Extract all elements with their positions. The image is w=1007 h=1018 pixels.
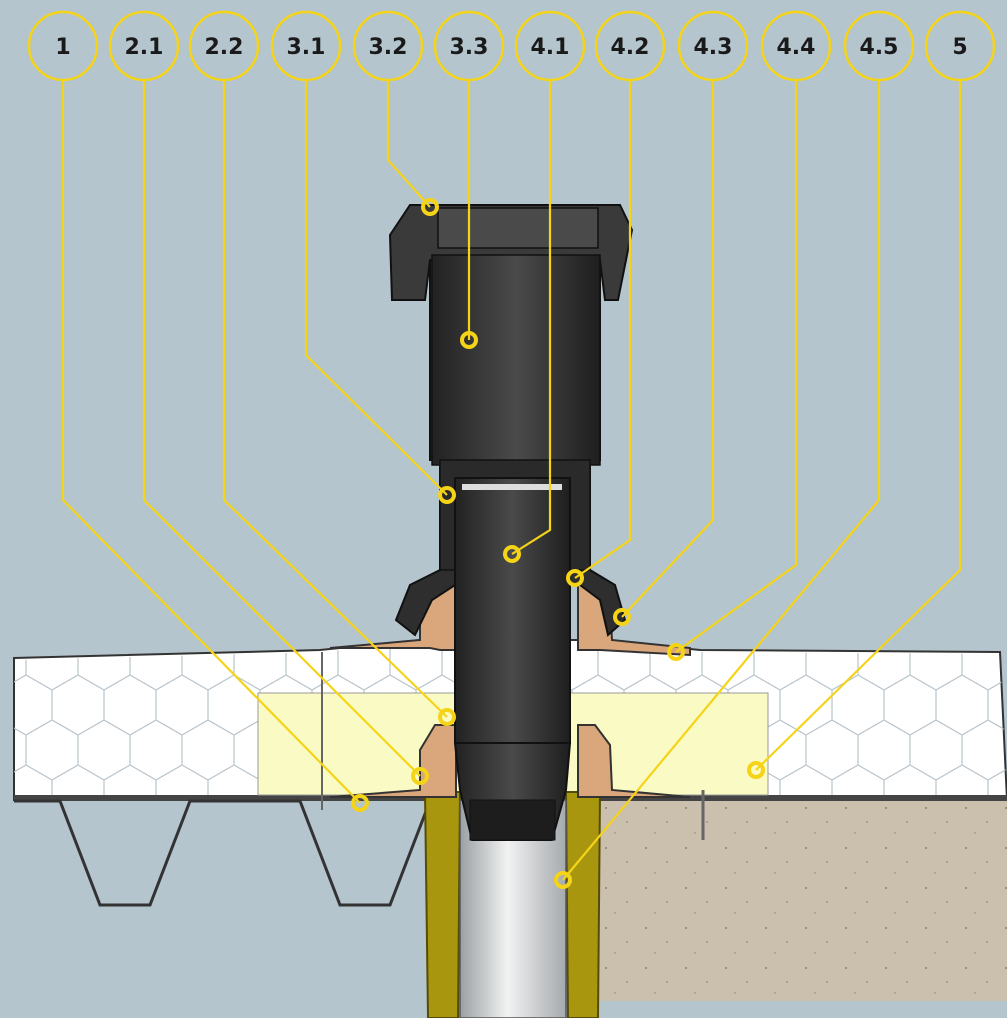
target-4-4 (667, 643, 685, 661)
callout-4-3: 4.3 (677, 10, 749, 82)
callout-text-4-5: 4.5 (860, 35, 899, 60)
callout-4-1: 4.1 (514, 10, 586, 82)
callout-2-2: 2.2 (188, 10, 260, 82)
leader-4-3 (621, 80, 715, 618)
callout-circle-2-1 (108, 10, 180, 82)
callout-circle-4-3 (677, 10, 749, 82)
callout-circle-2-2 (188, 10, 260, 82)
callout-text-3-3: 3.3 (450, 35, 489, 60)
target-3-3 (460, 331, 478, 349)
callout-4-5: 4.5 (843, 10, 915, 82)
leader-2-1 (142, 80, 421, 777)
callout-text-3-1: 3.1 (287, 35, 326, 60)
leader-3-1 (304, 80, 448, 496)
callout-text-2-1: 2.1 (125, 35, 164, 60)
callout-text-4-3: 4.3 (694, 35, 733, 60)
target-4-3 (613, 608, 631, 626)
callout-text-4-1: 4.1 (531, 35, 570, 60)
leader-1 (61, 80, 361, 804)
callout-circle-4-5 (843, 10, 915, 82)
callout-1: 1 (27, 10, 99, 82)
callout-text-1: 1 (55, 35, 70, 60)
callout-3-1: 3.1 (270, 10, 342, 82)
leader-4-5 (562, 80, 881, 881)
inner-pipe (453, 477, 572, 841)
callout-text-2-2: 2.2 (205, 35, 244, 60)
callout-text-5: 5 (952, 35, 967, 60)
target-3-1 (438, 486, 456, 504)
leader-4-4 (675, 80, 798, 653)
callout-4-2: 4.2 (594, 10, 666, 82)
callout-circle-3-2 (352, 10, 424, 82)
leader-4-1 (511, 80, 552, 555)
steel-deck (14, 799, 432, 907)
callout-circle-5 (924, 10, 996, 82)
callout-text-4-2: 4.2 (611, 35, 650, 60)
target-1 (351, 794, 369, 812)
target-2-2 (438, 708, 456, 726)
leader-3-2 (386, 80, 431, 208)
callout-text-4-4: 4.4 (777, 35, 816, 60)
target-4-1 (503, 545, 521, 563)
target-4-2 (566, 569, 584, 587)
leader-5 (755, 80, 962, 771)
callout-2-1: 2.1 (108, 10, 180, 82)
callout-targets (351, 198, 765, 889)
callout-labels: 1 2.1 2.2 3.1 3.2 3.3 4.1 4.2 4.3 4.4 4.5 5 (27, 10, 996, 82)
target-5 (747, 761, 765, 779)
target-3-2 (421, 198, 439, 216)
concrete-slab (585, 801, 1007, 1001)
callout-5: 5 (924, 10, 996, 82)
callout-circle-4-4 (760, 10, 832, 82)
callout-circle-4-2 (594, 10, 666, 82)
callout-4-4: 4.4 (760, 10, 832, 82)
target-4-5 (554, 871, 572, 889)
leader-4-2 (574, 80, 632, 579)
leader-2-2 (222, 80, 448, 718)
callout-3-3: 3.3 (433, 10, 505, 82)
callout-circle-3-3 (433, 10, 505, 82)
callout-3-2: 3.2 (352, 10, 424, 82)
target-2-1 (411, 767, 429, 785)
callout-circle-4-1 (514, 10, 586, 82)
callout-circle-1 (27, 10, 99, 82)
callout-text-3-2: 3.2 (369, 35, 408, 60)
callout-leaders (61, 80, 962, 881)
callout-circle-3-1 (270, 10, 342, 82)
